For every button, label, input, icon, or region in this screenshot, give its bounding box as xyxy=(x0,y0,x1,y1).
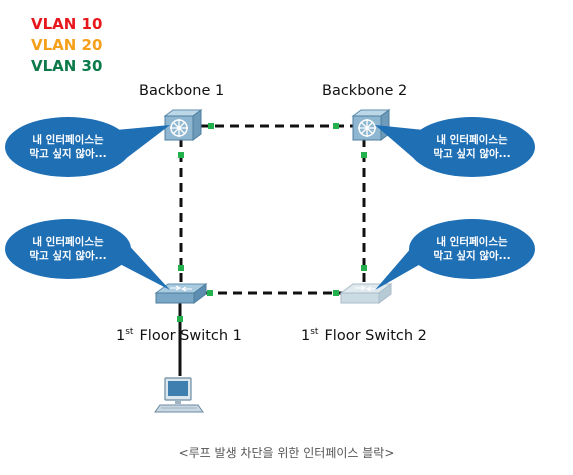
bubble-text-floor1: 내 인터페이스는 막고 싶지 않아... xyxy=(8,235,128,263)
floor2-label-text: Floor Switch 2 xyxy=(324,328,427,344)
pc-device[interactable] xyxy=(154,377,204,413)
legend-vlan-30: VLAN 30 xyxy=(31,57,103,75)
switch-icon xyxy=(339,283,393,304)
backbone1-device[interactable] xyxy=(163,109,203,141)
port-indicator xyxy=(361,265,367,271)
backbone1-label: Backbone 1 xyxy=(139,83,225,99)
multilayer-switch-icon xyxy=(163,109,203,141)
port-indicator xyxy=(178,152,184,158)
speech-bubble-backbone2 xyxy=(375,117,535,177)
pc-icon xyxy=(154,377,204,413)
bubble-line-1: 내 인터페이스는 xyxy=(436,236,508,248)
speech-bubble-floor2 xyxy=(375,219,535,290)
speech-bubbles xyxy=(5,117,535,290)
port-indicator xyxy=(333,123,339,129)
speech-bubble-backbone1 xyxy=(5,117,170,177)
speech-bubble-floor1 xyxy=(5,219,170,290)
backbone2-label: Backbone 2 xyxy=(322,83,408,99)
switch-icon xyxy=(154,283,208,304)
bubble-line-2: 막고 싶지 않아... xyxy=(29,250,107,262)
bubble-text-floor2: 내 인터페이스는 막고 싶지 않아... xyxy=(412,235,532,263)
bubble-line-2: 막고 싶지 않아... xyxy=(29,148,107,160)
port-indicator xyxy=(361,152,367,158)
backbone2-device[interactable] xyxy=(351,109,391,141)
port-indicator xyxy=(333,290,339,296)
bubble-text-backbone1: 내 인터페이스는 막고 싶지 않아... xyxy=(8,133,128,161)
floor2-device[interactable] xyxy=(339,283,393,304)
floor1-label-text: Floor Switch 1 xyxy=(139,328,242,344)
port-indicators xyxy=(177,123,367,322)
port-indicator xyxy=(208,123,214,129)
links xyxy=(178,124,366,376)
floor2-ordinal: st xyxy=(310,327,319,337)
legend-vlan-20: VLAN 20 xyxy=(31,36,103,54)
bubble-line-1: 내 인터페이스는 xyxy=(436,134,508,146)
figure-caption: <루프 발생 차단을 위한 인터페이스 블락> xyxy=(178,446,395,460)
bubble-line-2: 막고 싶지 않아... xyxy=(433,250,511,262)
bubble-line-1: 내 인터페이스는 xyxy=(32,236,104,248)
bubble-line-1: 내 인터페이스는 xyxy=(32,134,104,146)
port-indicator xyxy=(207,290,213,296)
floor1-ordinal: st xyxy=(125,327,134,337)
floor1-device[interactable] xyxy=(154,283,208,304)
legend-vlan-10: VLAN 10 xyxy=(31,15,103,33)
bubble-text-backbone2: 내 인터페이스는 막고 싶지 않아... xyxy=(412,133,532,161)
multilayer-switch-icon xyxy=(351,109,391,141)
bubble-line-2: 막고 싶지 않아... xyxy=(433,148,511,160)
port-indicator xyxy=(178,265,184,271)
port-indicator xyxy=(177,316,183,322)
